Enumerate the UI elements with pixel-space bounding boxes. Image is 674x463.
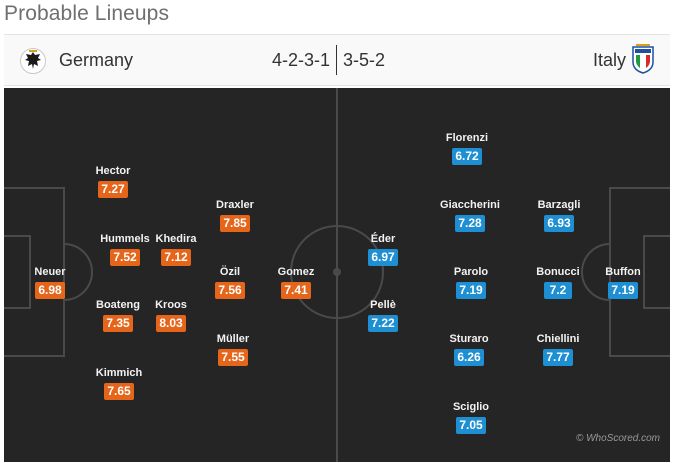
home-player-card[interactable]: Hummels 7.52	[85, 232, 165, 266]
away-player-card[interactable]: Pellè 7.22	[343, 298, 423, 332]
home-player-card[interactable]: Kimmich 7.65	[79, 366, 159, 400]
player-name: Özil	[219, 266, 241, 278]
player-rating-badge: 7.2	[544, 282, 572, 299]
home-player-card[interactable]: Neuer 6.98	[10, 265, 90, 299]
player-name: Neuer	[34, 266, 66, 278]
player-name: Éder	[370, 233, 396, 245]
away-player-card[interactable]: Barzagli 6.93	[519, 198, 599, 232]
player-name: Müller	[216, 333, 250, 345]
away-player-card[interactable]: Bonucci 7.2	[518, 265, 598, 299]
player-name: Buffon	[605, 266, 641, 278]
away-player-card[interactable]: Sturaro 6.26	[429, 332, 509, 366]
player-rating-badge: 7.19	[456, 282, 486, 299]
player-rating-badge: 7.56	[215, 282, 245, 299]
player-name: Kimmich	[95, 367, 143, 379]
player-rating-badge: 7.05	[456, 417, 486, 434]
player-rating-badge: 8.03	[156, 315, 186, 332]
home-player-card[interactable]: Hector 7.27	[73, 164, 153, 198]
player-rating-badge: 7.19	[608, 282, 638, 299]
away-player-card[interactable]: Giaccherini 7.28	[430, 198, 510, 232]
home-player-card[interactable]: Özil 7.56	[190, 265, 270, 299]
player-name: Hector	[95, 165, 131, 177]
pitch-markings	[4, 88, 670, 462]
player-name: Pellè	[370, 299, 396, 311]
home-player-card[interactable]: Khedira 7.12	[136, 232, 216, 266]
player-name: Hummels	[100, 233, 150, 245]
player-rating-badge: 7.28	[455, 215, 485, 232]
player-name: Giaccherini	[440, 199, 500, 211]
away-team-name: Italy	[592, 50, 626, 70]
player-rating-badge: 7.55	[218, 349, 248, 366]
italy-crest-icon	[632, 44, 654, 74]
player-name: Parolo	[453, 266, 489, 278]
away-player-card[interactable]: Buffon 7.19	[583, 265, 663, 299]
player-rating-badge: 7.77	[543, 349, 573, 366]
player-name: Draxler	[216, 199, 254, 211]
away-player-card[interactable]: Parolo 7.19	[431, 265, 511, 299]
player-rating-badge: 6.98	[35, 282, 65, 299]
away-player-card[interactable]: Sciglio 7.05	[431, 400, 511, 434]
player-name: Florenzi	[445, 132, 489, 144]
player-name: Chiellini	[536, 333, 580, 345]
formation-divider	[336, 45, 337, 75]
player-name: Kroos	[155, 299, 187, 311]
player-rating-badge: 7.35	[103, 315, 133, 332]
home-player-card[interactable]: Draxler 7.85	[195, 198, 275, 232]
player-rating-badge: 7.85	[220, 215, 250, 232]
player-rating-badge: 6.93	[544, 215, 574, 232]
player-rating-badge: 6.72	[452, 148, 482, 165]
away-player-card[interactable]: Chiellini 7.77	[518, 332, 598, 366]
away-formation: 3-5-2	[343, 50, 386, 70]
germany-crest-icon	[20, 48, 46, 74]
player-rating-badge: 6.97	[368, 249, 398, 266]
page-title: Probable Lineups	[4, 2, 170, 25]
home-team-name: Germany	[59, 50, 134, 70]
away-player-card[interactable]: Éder 6.97	[343, 232, 423, 266]
player-name: Gomez	[277, 266, 315, 278]
player-rating-badge: 7.12	[161, 249, 191, 266]
player-name: Bonucci	[536, 266, 580, 278]
player-rating-badge: 6.26	[454, 349, 484, 366]
player-name: Sturaro	[449, 333, 489, 345]
player-name: Sciglio	[452, 401, 490, 413]
away-player-card[interactable]: Florenzi 6.72	[427, 131, 507, 165]
player-name: Boateng	[96, 299, 140, 311]
player-rating-badge: 7.52	[110, 249, 140, 266]
watermark: © WhoScored.com	[575, 433, 660, 444]
home-player-card[interactable]: Gomez 7.41	[256, 265, 336, 299]
player-name: Khedira	[155, 233, 197, 245]
player-rating-badge: 7.65	[104, 383, 134, 400]
home-player-card[interactable]: Boateng 7.35	[78, 298, 158, 332]
player-name: Barzagli	[537, 199, 581, 211]
lineup-header: Germany 4-2-3-1 3-5-2 Italy	[4, 34, 670, 86]
home-formation: 4-2-3-1	[271, 50, 330, 70]
player-rating-badge: 7.27	[98, 181, 128, 198]
player-rating-badge: 7.41	[281, 282, 311, 299]
player-rating-badge: 7.22	[368, 315, 398, 332]
home-player-card[interactable]: Kroos 8.03	[131, 298, 211, 332]
home-player-card[interactable]: Müller 7.55	[193, 332, 273, 366]
